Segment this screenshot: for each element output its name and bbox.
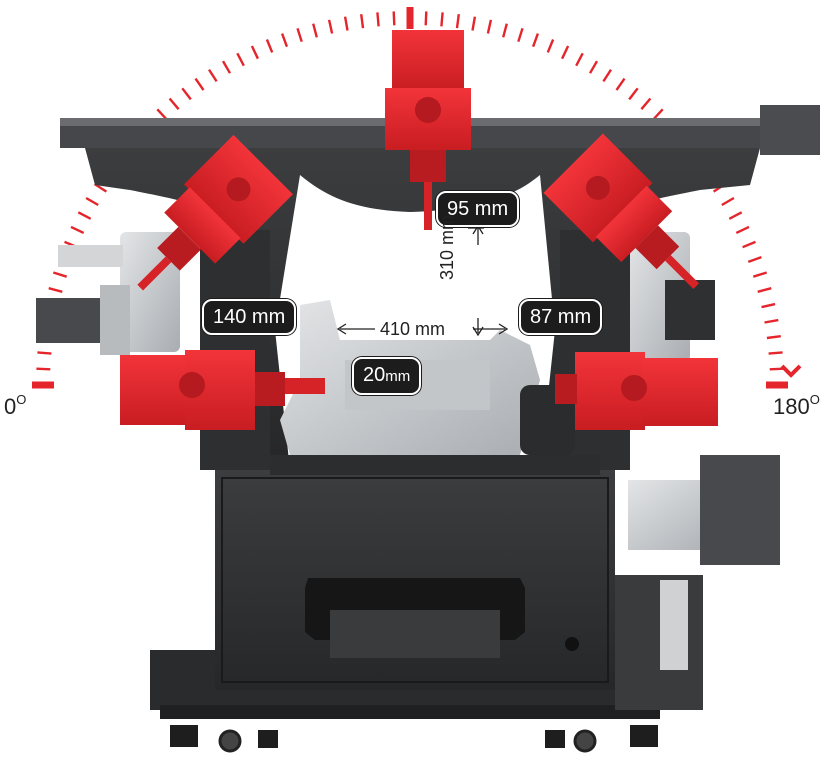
- arc-tick: [761, 302, 776, 309]
- dimension-lines: [336, 224, 509, 337]
- callout-center-travel: 20mm: [352, 357, 422, 395]
- arc-tick: [181, 87, 192, 101]
- arc-tick: [502, 23, 508, 38]
- arc-tick: [766, 335, 781, 340]
- arc-tick: [721, 196, 735, 207]
- arc-tick: [486, 19, 493, 34]
- arc-tick: [575, 52, 584, 67]
- callout-center-value: 20: [363, 364, 386, 386]
- arc-tick: [735, 225, 750, 234]
- arc-tick: [194, 77, 205, 91]
- arc-tick: [327, 19, 334, 34]
- arc-tick: [561, 45, 570, 60]
- arc-tick: [424, 11, 428, 26]
- arc-tick: [85, 196, 99, 207]
- dimension-horizontal: 410 mm: [380, 319, 446, 339]
- arc-tick: [265, 39, 274, 53]
- arc-tick: [517, 27, 524, 43]
- dimension-vertical: 310 mm: [437, 214, 457, 280]
- arc-tick: [221, 60, 232, 74]
- spindle-head-top: [385, 30, 471, 230]
- arc-tick: [280, 33, 289, 48]
- right-side-motor: [628, 105, 820, 565]
- arc-tick: [392, 11, 396, 26]
- arc-tick: [296, 27, 303, 43]
- spindle-head-right-horizontal: [555, 352, 718, 430]
- arc-tick: [52, 271, 68, 278]
- arc-tick: [250, 45, 259, 60]
- arc-tick: [764, 318, 779, 324]
- arc-tick: [48, 287, 63, 293]
- angle-label-end: 180O: [773, 388, 820, 419]
- arc-tick: [156, 108, 168, 121]
- arc-tick: [37, 351, 52, 355]
- arc-tick: [207, 68, 218, 83]
- arc-tick: [343, 16, 349, 31]
- callout-center-unit: mm: [385, 368, 411, 385]
- spindle-head-right-45: [543, 133, 700, 290]
- machine-base: [150, 470, 703, 753]
- callout-right-travel: 87 mm: [519, 299, 603, 335]
- arc-tick: [471, 16, 477, 31]
- arc-tick: [742, 240, 756, 249]
- angle-end-unit: O: [809, 392, 820, 407]
- angle-end-value: 180: [773, 394, 810, 419]
- arc-tick: [640, 97, 652, 110]
- arc-tick: [93, 182, 108, 193]
- callout-top-travel: 95 mm: [436, 191, 520, 227]
- arc-tick: [360, 14, 365, 29]
- left-side-motor: [36, 232, 180, 355]
- arc-tick: [546, 39, 555, 53]
- arc-tick: [728, 211, 743, 220]
- arc-tick: [77, 211, 92, 220]
- arc-tick: [628, 87, 639, 101]
- arc-tick: [236, 52, 245, 67]
- arc-tick: [440, 12, 444, 27]
- arc-tick: [652, 108, 664, 121]
- arc-tick: [757, 287, 772, 293]
- arc-tick: [615, 77, 626, 91]
- arc-tick: [769, 367, 784, 371]
- arc-tick: [747, 255, 762, 264]
- arc-tick: [455, 14, 460, 29]
- angle-start-unit: O: [16, 392, 27, 407]
- arc-tick: [36, 367, 51, 371]
- spindle-head-left-45: [137, 134, 293, 291]
- arc-tick: [768, 351, 783, 355]
- arc-tick: [531, 33, 540, 48]
- angle-label-start: 0O: [4, 388, 26, 419]
- spindle-head-left-horizontal: [120, 350, 325, 430]
- arc-tick: [70, 225, 85, 234]
- arc-tick: [376, 12, 380, 27]
- angle-start-value: 0: [4, 394, 17, 419]
- arc-tick: [588, 60, 599, 74]
- arc-tick: [312, 23, 318, 38]
- arc-tick: [752, 271, 768, 278]
- arc-end-chevron-icon: [780, 364, 802, 378]
- callout-left-travel: 140 mm: [202, 299, 297, 335]
- arc-tick: [168, 97, 180, 110]
- arc-tick: [602, 68, 613, 83]
